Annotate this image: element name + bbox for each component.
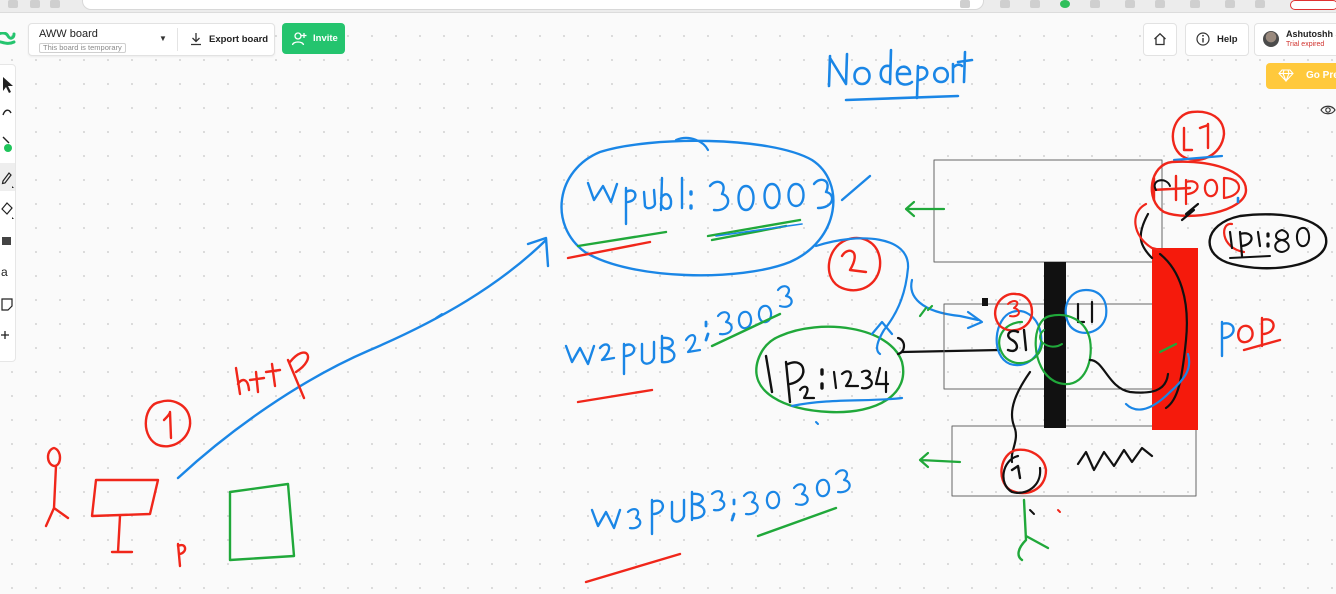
info-icon	[1196, 32, 1210, 46]
bookmark-icon[interactable]	[960, 0, 970, 8]
drawing-toolbar: a	[0, 64, 16, 362]
step-1-drawing	[144, 399, 192, 448]
board-panel: AWW board This board is temporary ▼ Expo…	[28, 23, 275, 56]
blue-link-drawing	[1124, 352, 1191, 411]
extension-icon[interactable]	[1125, 0, 1135, 8]
user-name: Ashutoshh S	[1286, 29, 1336, 39]
rectangle-icon	[2, 237, 11, 245]
diamond-icon	[1278, 69, 1294, 82]
green-tick-drawing	[1158, 342, 1178, 354]
help-label: Help	[1217, 34, 1238, 45]
curve-tool[interactable]	[0, 101, 15, 129]
w-pub1-node-drawing	[560, 136, 872, 277]
reload-icon[interactable]	[50, 0, 60, 8]
board-name[interactable]: AWW board	[39, 28, 98, 40]
extension-icon[interactable]	[1190, 0, 1200, 8]
extension-icon[interactable]	[1030, 0, 1040, 8]
client-drawing	[44, 446, 187, 568]
extension-icon[interactable]	[1090, 0, 1100, 8]
bottom-node-circle-drawing	[1000, 448, 1061, 562]
go-pro-label: Go Pre	[1306, 70, 1336, 81]
curve-icon	[2, 109, 12, 116]
help-button[interactable]: Help	[1185, 23, 1249, 56]
text-tool[interactable]: a	[0, 259, 15, 287]
chevron-down-icon[interactable]: ▼	[159, 34, 167, 43]
pop-label-drawing	[1220, 316, 1282, 358]
sticky-note-tool[interactable]	[0, 291, 15, 319]
home-button[interactable]	[1143, 23, 1177, 56]
pod-circle-drawing	[1134, 160, 1248, 252]
shape-tool[interactable]	[0, 227, 15, 255]
http-arrow-drawing	[176, 236, 550, 480]
service-s1-drawing	[993, 288, 1108, 386]
aww-logo-icon[interactable]	[0, 32, 16, 48]
forward-icon[interactable]	[30, 0, 40, 8]
invite-button[interactable]: Invite	[282, 23, 345, 54]
invite-label: Invite	[313, 33, 338, 44]
back-icon[interactable]	[8, 0, 18, 8]
avatar	[1263, 31, 1279, 47]
green-arrows-drawing	[904, 200, 962, 469]
plus-icon	[1, 331, 9, 339]
cursor-icon	[3, 77, 13, 93]
color-picker-icon	[2, 136, 12, 152]
more-tools[interactable]	[0, 323, 15, 351]
go-pro-button[interactable]: Go Pre	[1266, 63, 1336, 89]
text-tool-label: a	[1, 265, 8, 279]
home-icon	[1154, 32, 1166, 46]
extension-icon[interactable]	[1000, 0, 1010, 8]
ip2-node-drawing	[755, 325, 1002, 425]
eye-icon[interactable]	[1320, 104, 1336, 116]
select-tool[interactable]	[0, 71, 15, 99]
divider	[177, 28, 178, 51]
eraser-icon	[1, 202, 14, 219]
profile-icon[interactable]	[1255, 0, 1265, 8]
export-board-label: Export board	[209, 34, 269, 45]
extension-icon[interactable]	[1155, 0, 1165, 8]
temporary-board-note: This board is temporary	[39, 43, 126, 53]
step-2-drawing	[814, 236, 984, 356]
browser-chrome	[0, 0, 1336, 13]
pod-ip-drawing	[1208, 213, 1328, 270]
green-square-drawing	[228, 482, 296, 562]
trial-status: Trial expired	[1286, 41, 1325, 48]
sticky-note-icon	[1, 298, 13, 311]
service-bar-drawing	[1044, 262, 1066, 428]
export-board-button[interactable]: Export board	[185, 24, 273, 55]
eraser-tool[interactable]	[0, 195, 15, 223]
user-profile-button[interactable]: Ashutoshh S Trial expired	[1254, 23, 1336, 56]
l1-top-drawing	[1171, 110, 1226, 162]
w3-pub3-drawing	[584, 469, 851, 584]
add-user-icon	[291, 32, 307, 46]
pen-tool[interactable]	[0, 163, 15, 191]
pencil-icon	[1, 172, 14, 188]
nodeport-heading-drawing	[827, 48, 974, 102]
extension-icon[interactable]	[1060, 0, 1070, 8]
color-tool[interactable]	[0, 131, 15, 159]
profile-badge[interactable]	[1290, 0, 1336, 10]
service-dot-drawing	[982, 298, 988, 306]
pod-bar-drawing	[1152, 248, 1198, 430]
w2-pub2-drawing	[564, 285, 793, 404]
download-icon	[191, 33, 201, 46]
extension-icon[interactable]	[1225, 0, 1235, 8]
